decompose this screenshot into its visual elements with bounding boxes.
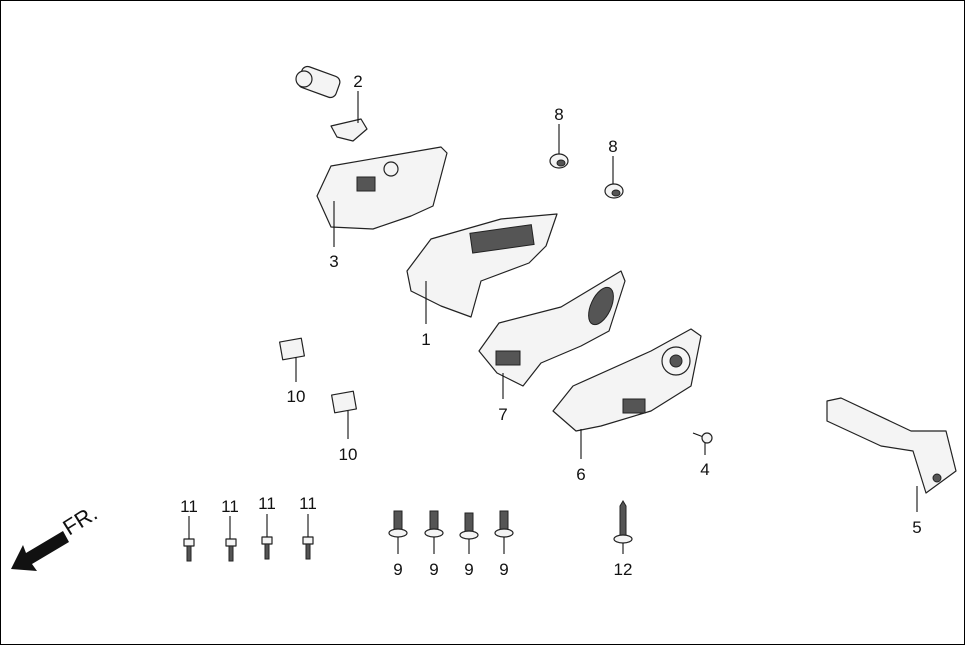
part-11-bolts	[183, 536, 314, 562]
callout-11: 11	[180, 497, 198, 516]
part-5-stay	[826, 397, 957, 494]
callout-2: 2	[353, 72, 362, 91]
part-3-side-cover	[316, 146, 448, 230]
callout-6: 6	[576, 465, 585, 484]
callout-8: 8	[554, 105, 563, 124]
callout-5: 5	[912, 518, 921, 537]
callout-12: 12	[614, 560, 633, 579]
callout-11: 11	[299, 494, 317, 513]
part-8-grommet	[604, 183, 624, 199]
callout-4: 4	[700, 460, 709, 479]
callout-3: 3	[329, 252, 338, 271]
part-4-pin	[692, 432, 713, 444]
part-12-screw	[613, 500, 633, 544]
callout-11: 11	[258, 494, 276, 513]
callout-1: 1	[421, 330, 430, 349]
arrow-icon	[11, 531, 69, 571]
front-label: FR.	[58, 500, 101, 540]
callout-9: 9	[499, 560, 508, 579]
callout-10: 10	[287, 387, 306, 406]
callout-11: 11	[221, 497, 239, 516]
callout-8: 8	[608, 137, 617, 156]
part-9-bolts	[388, 510, 514, 540]
part-2-clip	[330, 118, 368, 142]
part-1-inner-panel	[406, 213, 558, 318]
callout-9: 9	[429, 560, 438, 579]
callout-9: 9	[464, 560, 473, 579]
lock-cylinder-part	[295, 65, 341, 99]
part-10-nut	[279, 337, 305, 361]
callout-7: 7	[498, 405, 507, 424]
callout-10: 10	[339, 445, 358, 464]
part-8-grommet	[549, 153, 569, 169]
leader-lines	[188, 91, 918, 554]
callout-9: 9	[393, 560, 402, 579]
front-direction-indicator: FR.	[11, 500, 102, 571]
part-10-nut	[331, 390, 357, 414]
